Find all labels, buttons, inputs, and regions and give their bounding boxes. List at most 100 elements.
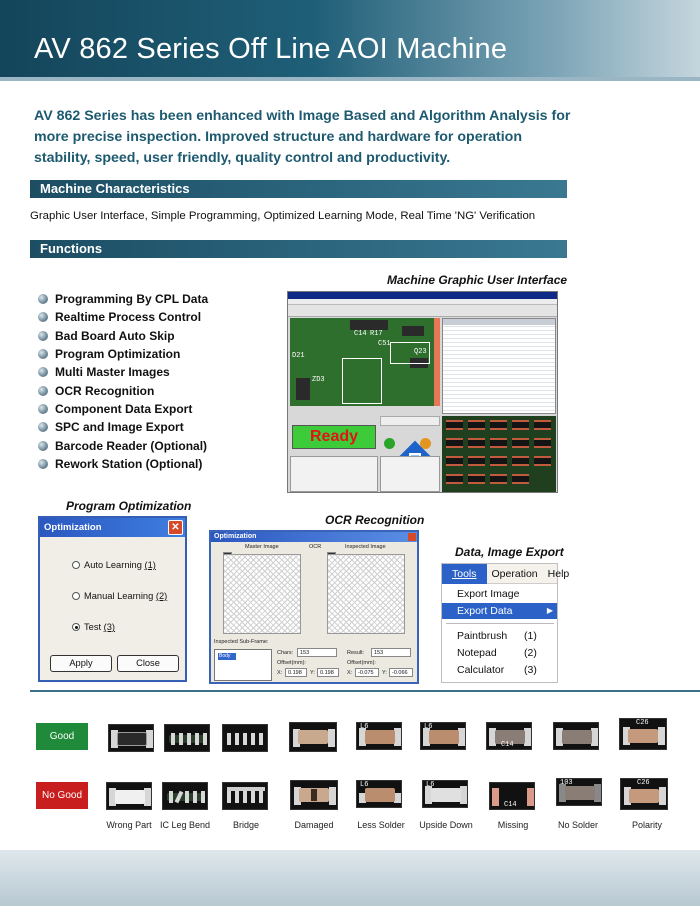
menu-item-export-image[interactable]: Export Image bbox=[457, 588, 520, 600]
menu-operation[interactable]: Operation bbox=[491, 567, 538, 580]
section-header-characteristics: Machine Characteristics bbox=[30, 180, 567, 198]
gui-menubar bbox=[288, 299, 557, 305]
inspected-image bbox=[327, 554, 405, 634]
ic-leg-bend-image bbox=[162, 782, 208, 810]
bullet-icon bbox=[38, 403, 48, 414]
upside-down-image: L6 bbox=[422, 780, 468, 808]
sub-frame-label: Inspected Sub-Frame: bbox=[214, 639, 269, 645]
gui-info-panel-2 bbox=[380, 456, 440, 492]
wrong-part-image bbox=[106, 782, 152, 810]
bullet-icon bbox=[38, 422, 48, 433]
bullet-icon bbox=[38, 385, 48, 396]
function-item: SPC and Image Export bbox=[38, 418, 208, 436]
gui-titlebar bbox=[288, 292, 557, 299]
pcb-detail-view bbox=[442, 416, 556, 492]
page-title: AV 862 Series Off Line AOI Machine bbox=[34, 33, 508, 65]
good-component-image bbox=[289, 722, 337, 752]
close-button[interactable]: Close bbox=[117, 655, 179, 672]
ocr-caption: OCR Recognition bbox=[325, 513, 425, 527]
master-image bbox=[223, 554, 301, 634]
ready-status: Ready bbox=[292, 425, 376, 449]
start-icon[interactable] bbox=[384, 438, 395, 449]
offset-y-field[interactable]: 0.198 bbox=[317, 668, 339, 677]
gui-caption: Machine Graphic User Interface bbox=[387, 273, 568, 287]
chars-field[interactable]: 153 bbox=[297, 648, 337, 657]
bullet-icon bbox=[38, 294, 48, 305]
radio-manual-learning[interactable]: Manual Learning (2) bbox=[72, 591, 167, 601]
function-item: Multi Master Images bbox=[38, 363, 208, 381]
functions-list: Programming By CPL Data Realtime Process… bbox=[38, 290, 208, 473]
bullet-icon bbox=[38, 367, 48, 378]
menu-separator bbox=[446, 623, 554, 624]
menu-help[interactable]: Help bbox=[547, 567, 570, 580]
missing-image: C14 bbox=[489, 782, 535, 810]
characteristics-text: Graphic User Interface, Simple Programmi… bbox=[30, 210, 536, 222]
close-icon[interactable]: ✕ bbox=[168, 520, 183, 535]
radio-icon bbox=[72, 623, 80, 631]
defect-label: Missing bbox=[497, 820, 529, 830]
defect-label: Bridge bbox=[232, 820, 259, 830]
bullet-icon bbox=[38, 330, 48, 341]
ocr-label: OCR bbox=[309, 544, 322, 550]
bullet-icon bbox=[38, 349, 48, 360]
menu-tools[interactable]: Tools bbox=[442, 563, 487, 584]
defect-label: Upside Down bbox=[419, 820, 473, 830]
good-ic-image bbox=[222, 724, 268, 752]
tools-menu: Tools Operation Help Export Image Export… bbox=[441, 563, 569, 683]
result-field[interactable]: 153 bbox=[371, 648, 411, 657]
function-item: OCR Recognition bbox=[38, 381, 208, 399]
bullet-icon bbox=[38, 458, 48, 469]
defect-label: IC Leg Bend bbox=[159, 820, 211, 830]
pause-icon[interactable] bbox=[420, 438, 431, 449]
radio-auto-learning[interactable]: Auto Learning (1) bbox=[72, 560, 156, 570]
gui-info-panel bbox=[290, 456, 378, 492]
defect-label: Less Solder bbox=[357, 820, 405, 830]
good-component-image: C14 bbox=[486, 722, 532, 750]
header-divider bbox=[0, 77, 700, 81]
damaged-image bbox=[290, 780, 338, 810]
good-ic-image bbox=[164, 724, 210, 752]
polarity-image: C26 bbox=[620, 778, 668, 810]
function-item: Bad Board Auto Skip bbox=[38, 327, 208, 345]
bullet-icon bbox=[38, 312, 48, 323]
sub-frame-item[interactable]: Body bbox=[218, 653, 236, 660]
machine-gui-screenshot: C14 R17 C51 Q23 ZD3 D21 Ready bbox=[287, 291, 558, 493]
data-export-caption: Data, Image Export bbox=[455, 545, 564, 559]
radio-icon bbox=[72, 561, 80, 569]
offset-y2-field[interactable]: -0.066 bbox=[389, 668, 413, 677]
pcb-view: C14 R17 C51 Q23 ZD3 D21 bbox=[290, 318, 434, 406]
ocr-dialog: Optimization Master Image OCR Inspected … bbox=[209, 530, 419, 684]
defect-label: Wrong Part bbox=[106, 820, 152, 830]
sub-frame-list[interactable]: Body bbox=[214, 649, 272, 681]
menu-item-paintbrush[interactable]: Paintbrush(1) bbox=[457, 630, 537, 642]
defect-label: Damaged bbox=[294, 820, 334, 830]
inspected-image-label: Inspected Image bbox=[345, 544, 386, 550]
menu-item-calculator[interactable]: Calculator(3) bbox=[457, 664, 537, 676]
menubar: Tools Operation Help bbox=[442, 563, 569, 584]
radio-test[interactable]: Test (3) bbox=[72, 622, 115, 632]
offset-x2-field[interactable]: -0.075 bbox=[355, 668, 379, 677]
less-solder-image: L6 bbox=[356, 780, 402, 808]
function-item: Programming By CPL Data bbox=[38, 290, 208, 308]
close-icon[interactable] bbox=[408, 533, 416, 541]
menu-item-notepad[interactable]: Notepad(2) bbox=[457, 647, 537, 659]
apply-button[interactable]: Apply bbox=[50, 655, 112, 672]
no-solder-image: 103 bbox=[556, 778, 602, 806]
optimization-dialog: Optimization ✕ Auto Learning (1) Manual … bbox=[38, 516, 187, 682]
intro-text: AV 862 Series has been enhanced with Ima… bbox=[34, 108, 571, 166]
dialog-titlebar: Optimization ✕ bbox=[40, 518, 185, 537]
function-item: Rework Station (Optional) bbox=[38, 455, 208, 473]
section-header-functions: Functions bbox=[30, 240, 567, 258]
good-badge: Good bbox=[36, 723, 88, 750]
function-item: Program Optimization bbox=[38, 345, 208, 363]
bullet-icon bbox=[38, 440, 48, 451]
good-component-image: L6 bbox=[420, 722, 466, 750]
no-good-badge: No Good bbox=[36, 782, 88, 809]
radio-icon bbox=[72, 592, 80, 600]
good-component-image: L6 bbox=[356, 722, 402, 750]
menu-item-export-data[interactable]: Export Data▶ bbox=[442, 603, 557, 619]
master-image-label: Master Image bbox=[245, 544, 279, 550]
gui-toolbar bbox=[288, 305, 557, 317]
offset-x-field[interactable]: 0.198 bbox=[285, 668, 307, 677]
page-footer bbox=[0, 850, 700, 906]
